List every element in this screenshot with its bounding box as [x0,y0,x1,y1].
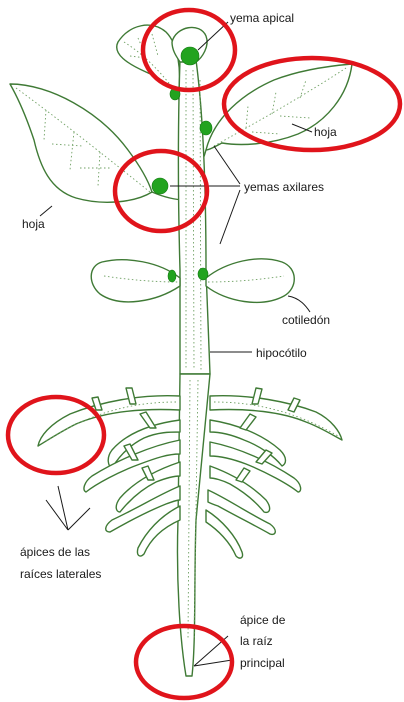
root-system [38,374,342,676]
axillary-bud [152,178,168,194]
label-leaf-left: hoja [22,217,45,231]
label-main-root-tip-1: ápice de [240,613,286,627]
label-axillary-buds: yemas axilares [244,180,324,194]
leader-main-root-tip [194,636,232,666]
leader-lateral-root-tips [46,486,90,530]
lateral-root [206,510,243,558]
axillary-bud [198,268,208,280]
label-cotyledon: cotiledón [282,313,330,327]
axillary-bud [168,270,176,282]
leader-leaf-left [40,206,52,216]
lateral-root [210,442,301,492]
label-hypocotyl: hipocótilo [256,346,307,360]
label-main-root-tip-3: principal [240,656,285,670]
cotyledon-left [91,260,180,302]
axillary-bud [200,121,212,135]
label-lateral-root-tips-1: ápices de las [20,545,90,559]
label-apical-bud: yema apical [230,11,294,25]
leaf-left [10,84,152,202]
label-lateral-root-tips-2: raíces laterales [20,567,101,581]
label-main-root-tip-2: la raíz [240,634,273,648]
apical-bud [181,47,199,65]
leader-cotyledon [288,296,310,312]
lateral-root [38,396,180,446]
cotyledon-right [206,259,294,302]
label-leaf-right: hoja [314,125,337,139]
